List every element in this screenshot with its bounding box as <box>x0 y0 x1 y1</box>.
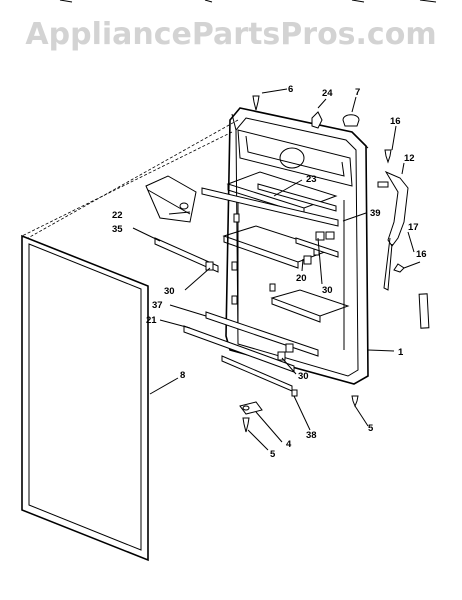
callout-22: 22 <box>112 210 123 221</box>
callout-35: 35 <box>112 224 123 235</box>
callout-6-top: 6 <box>288 84 293 95</box>
callout-23: 23 <box>306 174 317 185</box>
callout-39: 39 <box>370 208 381 219</box>
callout-20: 20 <box>296 273 307 284</box>
callout-37: 37 <box>152 300 163 311</box>
shelf-clips <box>205 231 335 397</box>
door-handle <box>377 170 409 291</box>
callout-21: 21 <box>146 315 157 326</box>
callout-17: 17 <box>408 222 419 233</box>
callout-30-bottom: 30 <box>298 371 309 382</box>
callout-16-top: 16 <box>390 116 401 127</box>
bottom-hinge <box>239 401 263 415</box>
leader-lines <box>132 88 421 451</box>
perspective-guides <box>21 119 239 239</box>
callout-labels: 6 24 7 16 12 23 22 35 39 17 16 20 30 30 … <box>112 84 427 460</box>
handle-trim-strip <box>418 293 430 329</box>
top-edge-residue <box>59 0 437 3</box>
callout-5-left: 5 <box>270 449 276 460</box>
callout-24: 24 <box>322 88 333 99</box>
callout-38: 38 <box>306 430 317 441</box>
watermark-text: AppliancePartsPros.com <box>25 17 436 52</box>
callout-30-right: 30 <box>322 285 333 296</box>
callout-16-right: 16 <box>416 249 427 260</box>
callout-4: 4 <box>286 439 292 450</box>
dairy-door <box>145 175 197 223</box>
callout-5-right: 5 <box>368 423 374 434</box>
door-gasket <box>21 234 149 562</box>
callout-30-left: 30 <box>164 286 175 297</box>
hinge-cover-parts <box>311 111 360 129</box>
callout-7: 7 <box>355 87 360 98</box>
callout-12: 12 <box>404 153 415 164</box>
screws <box>242 95 405 433</box>
callout-1: 1 <box>398 347 404 358</box>
callout-8: 8 <box>180 370 185 381</box>
